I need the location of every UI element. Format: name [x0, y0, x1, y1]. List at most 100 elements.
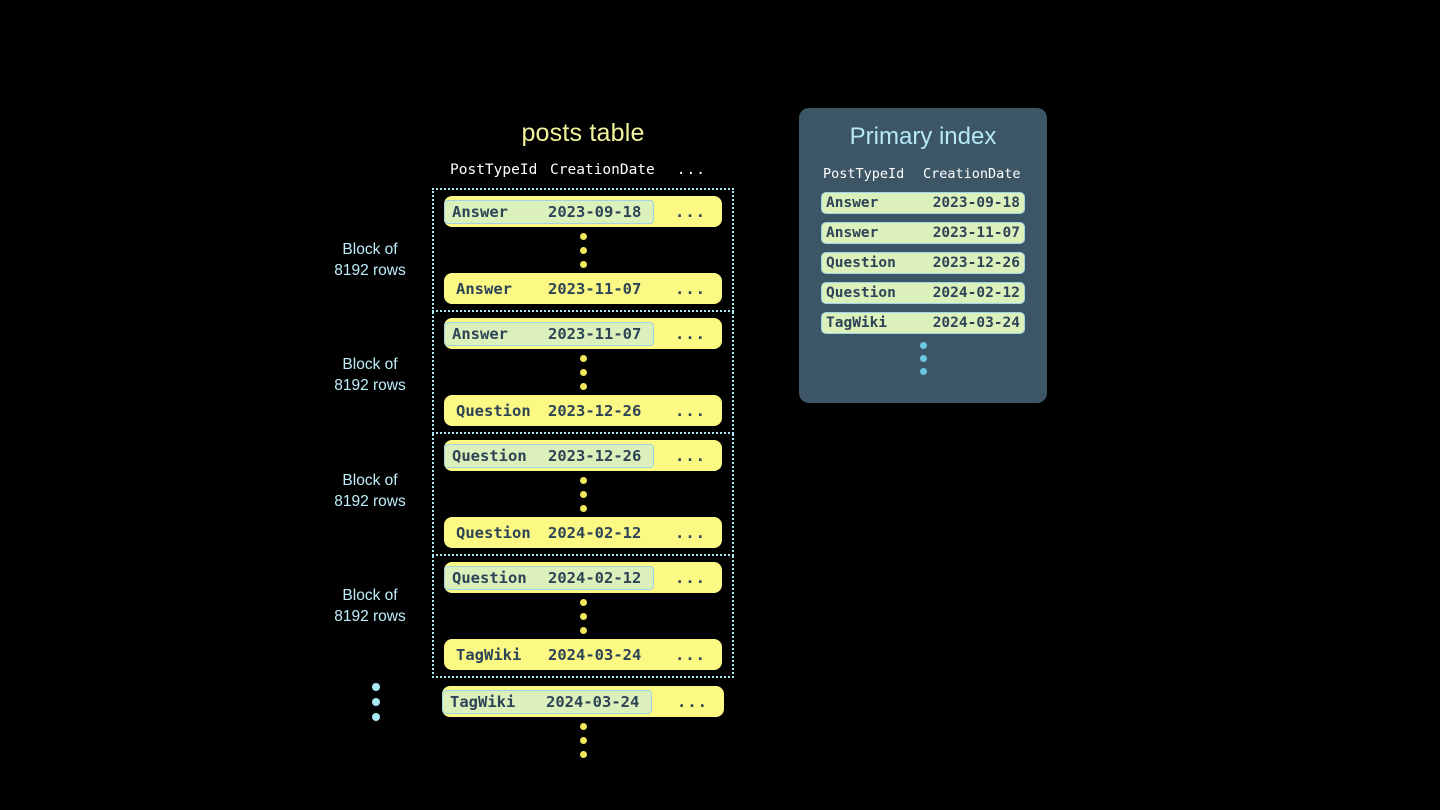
column-header-ellipsis: ... [676, 162, 706, 178]
cell-creationdate: 2023-12-26 [548, 401, 642, 420]
cell-ellipsis: ... [675, 401, 706, 420]
cell-ellipsis: ... [675, 446, 706, 465]
index-continuation-dots [821, 342, 1025, 375]
block-label-line2: 8192 rows [334, 377, 406, 394]
dot-icon [919, 355, 927, 362]
cell-creationdate: 2024-02-12 [548, 523, 642, 542]
granule-block-4: Question 2024-02-12 ... TagWiki 2024-03-… [432, 556, 734, 678]
index-cell-posttypeid: Question [826, 285, 896, 301]
index-cell-creationdate: 2024-03-24 [932, 315, 1020, 331]
dot-icon [579, 612, 587, 620]
dot-icon [579, 598, 587, 606]
row-mark-cells: Question 2023-12-26 [444, 443, 654, 468]
block-label-line1: Block of [342, 356, 398, 373]
column-header-posttypeid: PostTypeId [450, 162, 538, 178]
table-continuation-dots [432, 717, 734, 763]
block-label-line1: Block of [342, 241, 398, 258]
cell-ellipsis: ... [675, 324, 706, 343]
block-label-4: Block of 8192 rows [320, 585, 420, 627]
dot-icon [579, 750, 587, 758]
cell-ellipsis: ... [675, 279, 706, 298]
index-cell-posttypeid: Answer [826, 195, 879, 211]
dot-icon [372, 698, 380, 706]
table-row: Question 2024-02-12 ... [444, 562, 722, 593]
dot-icon [579, 490, 587, 498]
block-label-1: Block of 8192 rows [320, 239, 420, 281]
index-cell-creationdate: 2023-12-26 [932, 255, 1020, 271]
dot-icon [579, 354, 587, 362]
dot-icon [579, 504, 587, 512]
index-row: Question 2023-12-26 [821, 252, 1025, 274]
column-header-creationdate: CreationDate [550, 162, 655, 178]
cell-ellipsis: ... [675, 202, 706, 221]
index-row: Answer 2023-09-18 [821, 192, 1025, 214]
table-row: Question 2024-02-12 ... [444, 517, 722, 548]
block-label-line1: Block of [342, 587, 398, 604]
dot-icon [579, 368, 587, 376]
block-label-3: Block of 8192 rows [320, 470, 420, 512]
cell-creationdate: 2024-03-24 [548, 645, 642, 664]
blocks-continuation-dots [362, 683, 390, 721]
index-column-header-creationdate: CreationDate [923, 166, 1021, 182]
dot-icon [579, 476, 587, 484]
dot-icon [372, 713, 380, 721]
index-cell-posttypeid: TagWiki [826, 315, 888, 331]
table-row: Answer 2023-09-18 ... [444, 196, 722, 227]
cell-creationdate: 2024-03-24 [546, 692, 640, 711]
cell-posttypeid: Answer [452, 202, 508, 221]
cell-creationdate: 2023-11-07 [548, 279, 642, 298]
dot-icon [579, 260, 587, 268]
index-row: Question 2024-02-12 [821, 282, 1025, 304]
row-continuation-dots [434, 593, 732, 639]
primary-index-title: Primary index [849, 123, 997, 150]
dot-icon [579, 626, 587, 634]
index-column-header-posttypeid: PostTypeId [823, 166, 905, 182]
primary-index-panel: Primary index PostTypeId CreationDate An… [799, 108, 1047, 403]
cell-posttypeid: TagWiki [450, 692, 516, 711]
cell-creationdate: 2024-02-12 [548, 568, 642, 587]
index-cell-posttypeid: Question [826, 255, 896, 271]
index-cell-creationdate: 2023-09-18 [932, 195, 1020, 211]
row-continuation-dots [434, 349, 732, 395]
block-label-2: Block of 8192 rows [320, 354, 420, 396]
cell-ellipsis: ... [677, 692, 708, 711]
cell-ellipsis: ... [675, 645, 706, 664]
row-cells: Question 2024-02-12 [444, 521, 654, 545]
dot-icon [579, 382, 587, 390]
posts-table-column-headers: PostTypeId CreationDate ... [432, 162, 734, 182]
table-row: TagWiki 2024-03-24 ... [442, 686, 724, 717]
block-label-line1: Block of [342, 472, 398, 489]
row-continuation-dots [434, 471, 732, 517]
dot-icon [579, 736, 587, 744]
row-mark-cells: TagWiki 2024-03-24 [442, 689, 652, 714]
table-row: Question 2023-12-26 ... [444, 440, 722, 471]
cell-creationdate: 2023-09-18 [548, 202, 642, 221]
dot-icon [579, 722, 587, 730]
cell-posttypeid: TagWiki [456, 645, 522, 664]
row-mark-cells: Question 2024-02-12 [444, 565, 654, 590]
cell-creationdate: 2023-11-07 [548, 324, 642, 343]
granule-block-2: Answer 2023-11-07 ... Question 2023-12-2… [432, 312, 734, 434]
posts-table-title: posts table [521, 119, 645, 147]
cell-posttypeid: Question [452, 446, 527, 465]
cell-posttypeid: Question [456, 523, 531, 542]
posts-table-group: posts table PostTypeId CreationDate ... … [432, 118, 734, 763]
dot-icon [579, 246, 587, 254]
granule-block-3: Question 2023-12-26 ... Question 2024-02… [432, 434, 734, 556]
row-cells: Answer 2023-11-07 [444, 277, 654, 301]
dot-icon [579, 232, 587, 240]
index-cell-creationdate: 2023-11-07 [932, 225, 1020, 241]
cell-posttypeid: Answer [456, 279, 512, 298]
dot-icon [919, 342, 927, 349]
block-label-line2: 8192 rows [334, 608, 406, 625]
row-cells: Question 2023-12-26 [444, 399, 654, 423]
cell-ellipsis: ... [675, 568, 706, 587]
cell-posttypeid: Answer [452, 324, 508, 343]
cell-creationdate: 2023-12-26 [548, 446, 642, 465]
index-cell-posttypeid: Answer [826, 225, 879, 241]
table-row: TagWiki 2024-03-24 ... [444, 639, 722, 670]
table-row: Answer 2023-11-07 ... [444, 273, 722, 304]
cell-posttypeid: Question [452, 568, 527, 587]
primary-index-column-headers: PostTypeId CreationDate [821, 166, 1025, 182]
